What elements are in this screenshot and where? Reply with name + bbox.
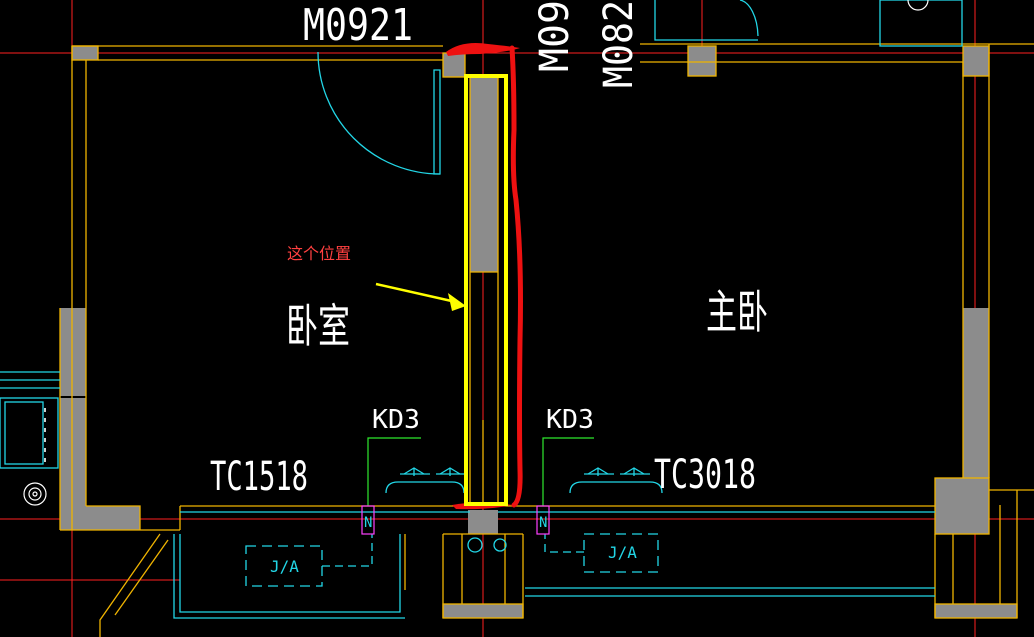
door-label-vertical-1: M09 — [532, 0, 578, 72]
ac-label-right: J/A — [608, 543, 637, 562]
markup-overlay: 这个位置 — [287, 43, 523, 510]
door-label-top: M0921 — [303, 0, 413, 51]
arrow-shaft — [375, 282, 457, 304]
window-label-right: TC3018 — [654, 452, 756, 498]
kd-label-left: KD3 — [372, 405, 420, 435]
mark-left: N — [364, 515, 372, 531]
round-fixture — [23, 0, 929, 506]
door-leaf — [433, 69, 441, 175]
door-label-vertical-2: M082 — [596, 0, 642, 88]
arrow-head — [448, 293, 466, 311]
door-swing-arc — [317, 51, 441, 175]
cad-labels: M0921 M09 M082 卧室 主卧 KD3 KD3 TC1518 TC30… — [210, 0, 768, 500]
room-label-bedroom: 卧室 — [286, 299, 350, 353]
annotation-note: 这个位置 — [287, 244, 351, 263]
room-label-master-bedroom: 主卧 — [706, 285, 768, 339]
highlight-box — [464, 74, 508, 506]
wall-outlines — [59, 43, 1034, 637]
mark-right: N — [539, 515, 547, 531]
magenta-markers — [361, 505, 550, 535]
cyan-elements — [0, 0, 963, 619]
kd-leaders — [367, 437, 594, 506]
window-symbols-right — [584, 467, 650, 476]
window-symbols-left — [400, 467, 466, 476]
wall-fills — [60, 46, 1017, 618]
red-markup-line — [509, 45, 523, 508]
ac-label-left: J/A — [270, 557, 299, 576]
kd-label-right: KD3 — [546, 405, 594, 435]
red-markup-top — [446, 43, 520, 56]
window-label-left: TC1518 — [210, 454, 308, 500]
